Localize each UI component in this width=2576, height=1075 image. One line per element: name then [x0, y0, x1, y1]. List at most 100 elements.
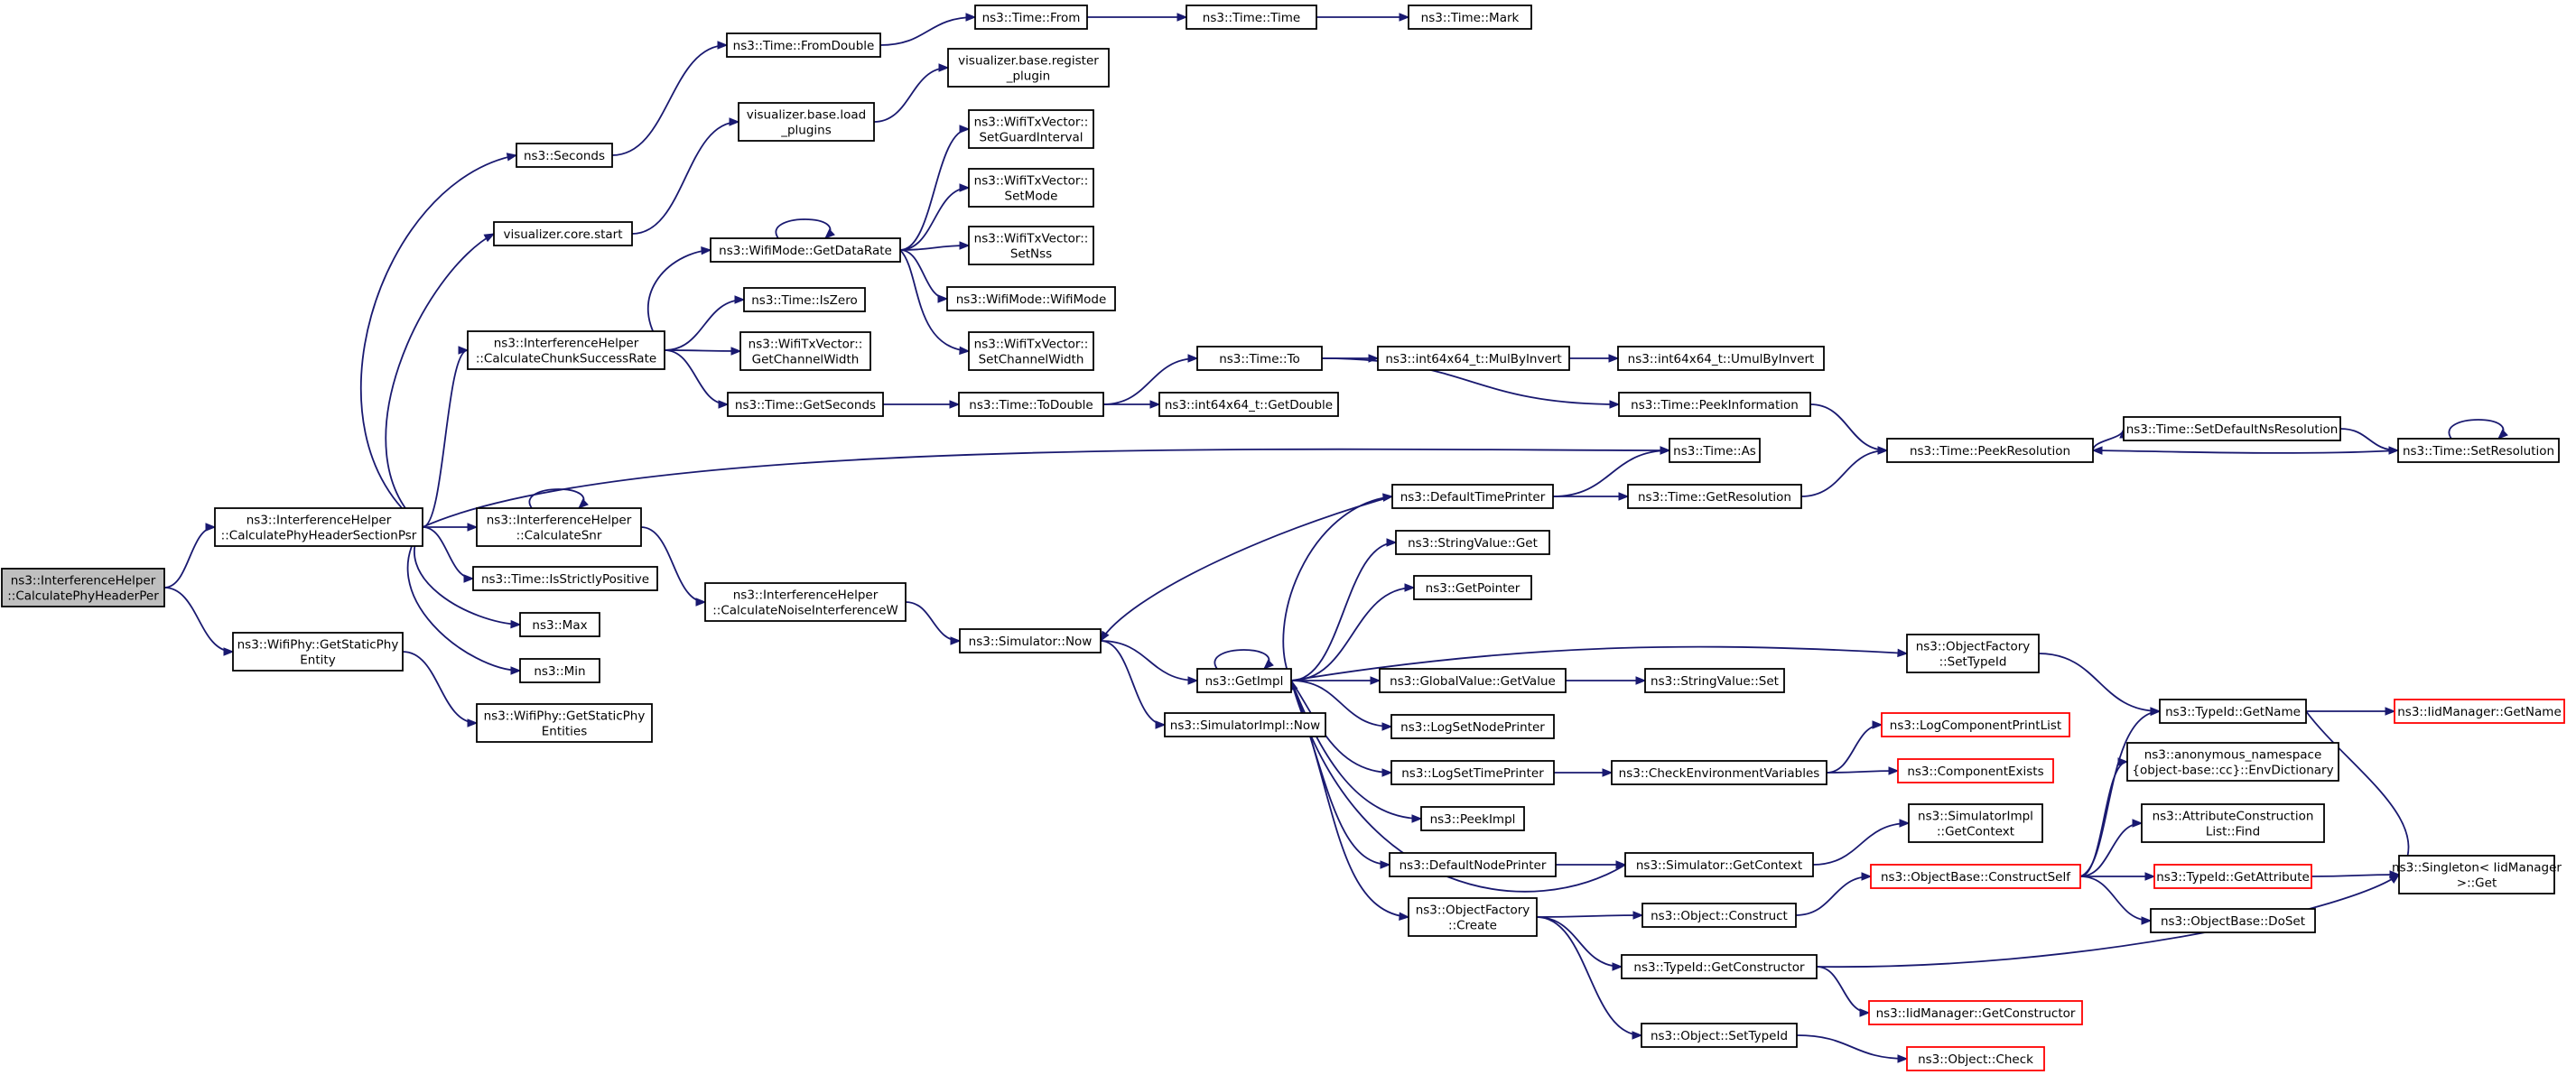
- node-box: [727, 392, 884, 417]
- node-umulByInvert[interactable]: ns3::int64x64_t::UmulByInvert: [1617, 346, 1825, 371]
- node-objFactoryCreate[interactable]: ns3::ObjectFactory::Create: [1408, 897, 1538, 937]
- node-label: ns3::Simulator::GetContext: [1636, 858, 1802, 873]
- node-chunkSuccess[interactable]: ns3::InterferenceHelper::CalculateChunkS…: [467, 330, 665, 370]
- node-objSetTypeId[interactable]: ns3::Object::SetTypeId: [1641, 1023, 1798, 1048]
- node-checkEnv[interactable]: ns3::CheckEnvironmentVariables: [1611, 760, 1827, 785]
- node-max[interactable]: ns3::Max: [519, 612, 600, 637]
- node-box: [1881, 712, 2070, 737]
- node-label: ns3::StringValue::Set: [1651, 674, 1779, 689]
- node-componentExists[interactable]: ns3::ComponentExists: [1897, 758, 2054, 783]
- node-label: ns3::SimulatorImpl: [1918, 810, 2033, 824]
- node-vizRegister[interactable]: visualizer.base.register_plugin: [947, 48, 1110, 88]
- node-label: ns3::Min: [534, 664, 585, 679]
- node-typeIdGetName[interactable]: ns3::TypeId::GetName: [2159, 699, 2307, 724]
- edge-root-to-getStaticPhyEntity: [163, 587, 235, 656]
- node-label: ns3::TypeId::GetName: [2165, 705, 2301, 719]
- node-iidGetConstructor[interactable]: ns3::IidManager::GetConstructor: [1868, 1000, 2083, 1025]
- node-setChannelWidth[interactable]: ns3::WifiTxVector::SetChannelWidth: [968, 331, 1094, 371]
- edge-simNow-to-simImplNow: [1100, 640, 1167, 729]
- node-peekImpl[interactable]: ns3::PeekImpl: [1420, 806, 1525, 831]
- node-label: visualizer.base.register: [958, 54, 1099, 69]
- node-timeAs[interactable]: ns3::Time::As: [1669, 438, 1761, 463]
- node-simImplGetContext[interactable]: ns3::SimulatorImpl::GetContext: [1908, 803, 2043, 843]
- node-isStrictlyPositive[interactable]: ns3::Time::IsStrictlyPositive: [472, 566, 658, 591]
- node-getResolution[interactable]: ns3::Time::GetResolution: [1627, 484, 1802, 509]
- node-box: [1624, 852, 1814, 877]
- node-box: [1, 568, 165, 607]
- edge-getDataRate-to-setGuard: [899, 125, 971, 251]
- node-box: [519, 658, 600, 683]
- node-simNow[interactable]: ns3::Simulator::Now: [959, 628, 1102, 653]
- node-typeIdGetConstructor[interactable]: ns3::TypeId::GetConstructor: [1621, 954, 1818, 979]
- node-objCheck[interactable]: ns3::Object::Check: [1906, 1046, 2045, 1071]
- node-objBaseDoSet[interactable]: ns3::ObjectBase::DoSet: [2150, 908, 2316, 933]
- node-label: ns3::Time::PeekInformation: [1631, 398, 1799, 412]
- node-min[interactable]: ns3::Min: [519, 658, 600, 683]
- node-box: [516, 143, 613, 168]
- node-getChannelWidth[interactable]: ns3::WifiTxVector::GetChannelWidth: [739, 331, 871, 371]
- edge-timeTo-to-peekInfo: [1321, 357, 1621, 409]
- node-getSeconds[interactable]: ns3::Time::GetSeconds: [727, 392, 884, 417]
- node-defaultTimePrinter[interactable]: ns3::DefaultTimePrinter: [1391, 484, 1554, 509]
- node-calcPsr[interactable]: ns3::InterferenceHelper::CalculatePhyHea…: [214, 507, 423, 547]
- node-setDefaultNsRes[interactable]: ns3::Time::SetDefaultNsResolution: [2123, 416, 2341, 441]
- node-stringValueGet[interactable]: ns3::StringValue::Get: [1395, 530, 1550, 555]
- node-logSetTimePrinter[interactable]: ns3::LogSetTimePrinter: [1390, 760, 1555, 785]
- node-vizStart[interactable]: visualizer.core.start: [493, 221, 633, 246]
- node-label: ns3::GlobalValue::GetValue: [1390, 674, 1556, 689]
- node-singletonGet[interactable]: ns3::Singleton< IidManager >::Get: [2392, 855, 2562, 894]
- node-calcNoise[interactable]: ns3::InterferenceHelper::CalculateNoiseI…: [704, 582, 907, 622]
- node-box: [2398, 855, 2555, 894]
- node-mulByInvert[interactable]: ns3::int64x64_t::MulByInvert: [1377, 346, 1570, 371]
- node-peekResolution[interactable]: ns3::Time::PeekResolution: [1886, 438, 2094, 463]
- edge-getResolution-to-peekResolution: [1800, 446, 1889, 497]
- node-objConstruct[interactable]: ns3::Object::Construct: [1641, 903, 1797, 928]
- node-int64GetDouble[interactable]: ns3::int64x64_t::GetDouble: [1158, 392, 1339, 417]
- node-typeIdGetAttribute[interactable]: ns3::TypeId::GetAttribute: [2153, 864, 2312, 889]
- node-factorySetTypeId[interactable]: ns3::ObjectFactory::SetTypeId: [1906, 634, 2040, 673]
- node-setResolution[interactable]: ns3::Time::SetResolution: [2397, 438, 2560, 463]
- node-getImpl[interactable]: ns3::GetImpl: [1196, 668, 1292, 693]
- node-toDouble[interactable]: ns3::Time::ToDouble: [958, 392, 1104, 417]
- node-box: [1186, 5, 1317, 30]
- node-vizLoad[interactable]: visualizer.base.load_plugins: [738, 102, 875, 142]
- node-box: [739, 331, 871, 371]
- node-iidGetName[interactable]: ns3::IidManager::GetName: [2394, 699, 2565, 724]
- node-getDataRate[interactable]: ns3::WifiMode::GetDataRate: [710, 237, 901, 263]
- edge-constructSelf-to-attrConstructionFind: [2079, 819, 2144, 877]
- node-getPointer[interactable]: ns3::GetPointer: [1413, 575, 1532, 600]
- node-defaultNodePrinter[interactable]: ns3::DefaultNodePrinter: [1389, 852, 1557, 877]
- node-logComponentPrintList[interactable]: ns3::LogComponentPrintList: [1881, 712, 2070, 737]
- node-setNss[interactable]: ns3::WifiTxVector::SetNss: [968, 226, 1094, 265]
- edge-vizLoad-to-vizRegister: [873, 63, 950, 123]
- node-timeFrom[interactable]: ns3::Time::From: [974, 5, 1088, 30]
- node-box: [1669, 438, 1761, 463]
- node-logSetNodePrinter[interactable]: ns3::LogSetNodePrinter: [1390, 714, 1555, 739]
- node-label: ns3::DefaultTimePrinter: [1400, 490, 1546, 505]
- node-isZero[interactable]: ns3::Time::IsZero: [743, 287, 866, 312]
- node-peekInfo[interactable]: ns3::Time::PeekInformation: [1618, 392, 1811, 417]
- node-timeMark[interactable]: ns3::Time::Mark: [1408, 5, 1532, 30]
- node-stringValueSet[interactable]: ns3::StringValue::Set: [1644, 668, 1785, 693]
- node-timeTime[interactable]: ns3::Time::Time: [1186, 5, 1317, 30]
- node-setGuard[interactable]: ns3::WifiTxVector::SetGuardInterval: [968, 109, 1094, 149]
- node-box: [1641, 1023, 1798, 1048]
- node-label: ns3::WifiPhy::GetStaticPhy: [237, 638, 399, 653]
- node-fromDouble[interactable]: ns3::Time::FromDouble: [726, 32, 881, 58]
- node-timeTo[interactable]: ns3::Time::To: [1196, 346, 1323, 371]
- node-seconds[interactable]: ns3::Seconds: [516, 143, 613, 168]
- node-wifiModeCtor[interactable]: ns3::WifiMode::WifiMode: [946, 286, 1116, 311]
- node-envDictionary[interactable]: ns3::anonymous_namespace{object-base::cc…: [2126, 742, 2339, 782]
- node-constructSelf[interactable]: ns3::ObjectBase::ConstructSelf: [1870, 864, 2081, 889]
- node-globalValueGet[interactable]: ns3::GlobalValue::GetValue: [1379, 668, 1567, 693]
- node-simImplNow[interactable]: ns3::SimulatorImpl::Now: [1164, 712, 1326, 737]
- node-calcSnr[interactable]: ns3::InterferenceHelper::CalculateSnr: [476, 507, 642, 547]
- node-label: ns3::InterferenceHelper: [11, 574, 156, 588]
- node-root[interactable]: ns3::InterferenceHelper::CalculatePhyHea…: [1, 568, 165, 607]
- node-label: ::CalculatePhyHeaderSectionPsr: [221, 529, 417, 543]
- node-setMode[interactable]: ns3::WifiTxVector::SetMode: [968, 168, 1094, 208]
- node-simGetContext[interactable]: ns3::Simulator::GetContext: [1624, 852, 1814, 877]
